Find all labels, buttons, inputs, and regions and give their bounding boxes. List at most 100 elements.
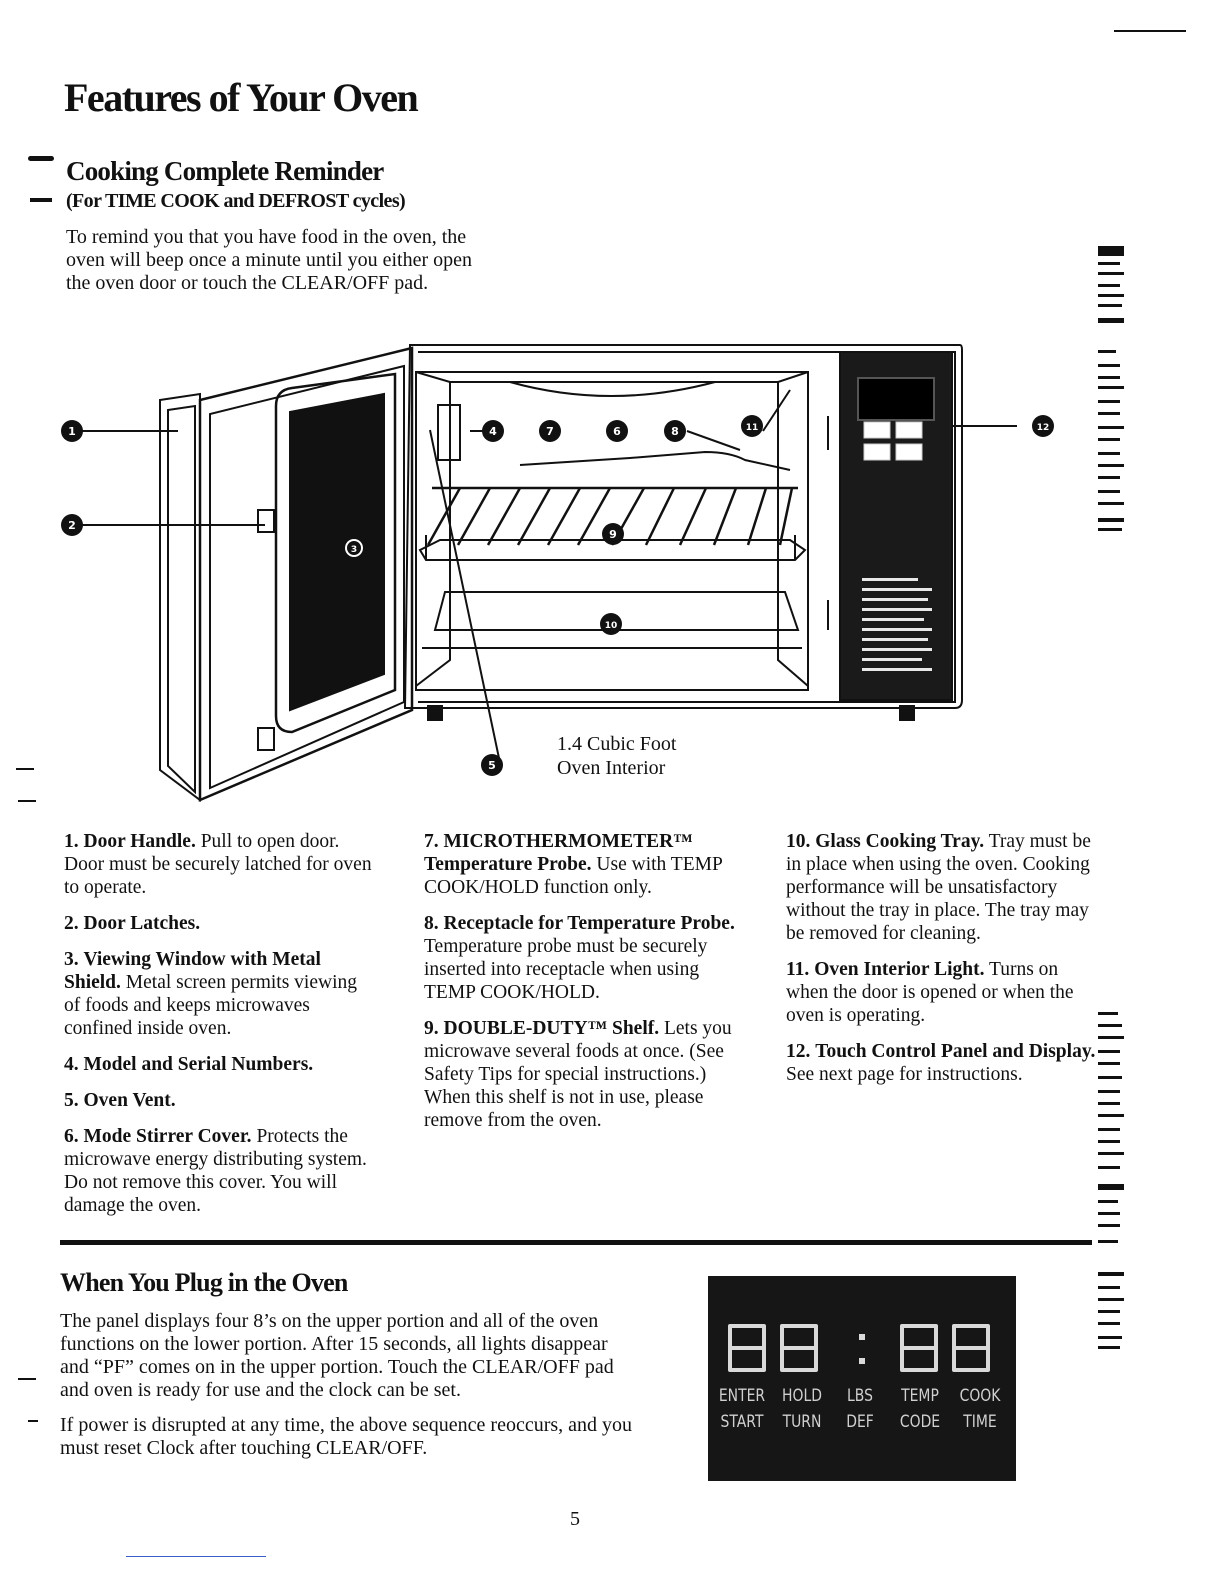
callout-1: 1 <box>68 425 76 438</box>
display-label-hold: HOLD <box>782 1386 822 1406</box>
display-label-start: START <box>720 1412 764 1432</box>
feature-number: 2. <box>64 913 79 934</box>
feature-item: 5. Oven Vent. <box>64 1089 376 1112</box>
reminder-line: To remind you that you have food in the … <box>66 226 467 248</box>
callout-6: 6 <box>613 425 621 438</box>
margin-mark <box>28 1420 38 1422</box>
reminder-subtitle: (For TIME COOK and DEFROST cycles) <box>66 190 406 212</box>
binding-edge-marks <box>1096 240 1136 1360</box>
feature-item: 4. Model and Serial Numbers. <box>64 1053 376 1076</box>
features-column-3: 10. Glass Cooking Tray. Tray must be in … <box>786 830 1098 1099</box>
page-title: Features of Your Oven <box>64 75 419 120</box>
feature-number: 6. <box>64 1126 79 1147</box>
margin-mark <box>126 1556 266 1557</box>
callout-3: 3 <box>351 545 357 555</box>
feature-item: 6. Mode Stirrer Cover. Protects the micr… <box>64 1125 376 1217</box>
feature-number: 5. <box>64 1090 79 1111</box>
plug-in-paragraph: If power is disrupted at any time, the a… <box>60 1414 633 1459</box>
feature-item: 11. Oven Interior Light. Turns on when t… <box>786 958 1098 1027</box>
callout-12: 12 <box>1037 423 1050 433</box>
display-label-temp: TEMP <box>901 1386 939 1406</box>
feature-name: Receptacle for Temperature Probe. <box>443 913 735 934</box>
margin-mark <box>18 800 36 802</box>
display-digit <box>728 1324 766 1372</box>
reminder-body: To remind you that you have food in the … <box>66 226 506 295</box>
feature-number: 7. <box>424 831 439 852</box>
display-label-code: CODE <box>899 1412 941 1432</box>
feature-desc: Pull to open door. Door must be securely… <box>64 831 372 898</box>
margin-mark <box>18 1378 36 1380</box>
feature-number: 9. <box>424 1018 439 1039</box>
display-digit <box>952 1324 990 1372</box>
margin-mark <box>28 156 54 161</box>
margin-mark <box>1114 30 1186 32</box>
feature-desc: Protects the microwave energy distributi… <box>64 1126 367 1216</box>
feature-number: 11. <box>786 959 810 980</box>
display-label-enter: ENTER <box>718 1386 766 1406</box>
display-colon <box>859 1358 865 1364</box>
feature-desc: Use with TEMP COOK/HOLD function only. <box>424 854 723 898</box>
feature-desc: See next page for instructions. <box>786 1064 1023 1085</box>
feature-number: 10. <box>786 831 811 852</box>
reminder-title: Cooking Complete Reminder <box>66 156 384 186</box>
oven-illustration: 1 2 3 4 5 6 7 8 9 10 11 12 <box>61 344 1054 802</box>
display-label-cook: COOK <box>959 1386 1001 1406</box>
display-digit <box>780 1324 818 1372</box>
feature-name: Model and Serial Numbers. <box>83 1054 314 1075</box>
display-label-def: DEF <box>846 1412 874 1432</box>
callout-markers <box>61 415 1054 776</box>
display-colon <box>859 1334 865 1340</box>
feature-name: Door Latches. <box>83 913 201 934</box>
plug-in-title: When You Plug in the Oven <box>60 1268 348 1297</box>
plug-in-body: The panel displays four 8’s on the upper… <box>60 1310 640 1466</box>
reminder-line: oven will beep once a minute until you e… <box>66 249 472 271</box>
callout-5: 5 <box>488 759 496 772</box>
feature-name: Viewing Window with Metal Shield. <box>64 949 321 993</box>
feature-name: Glass Cooking Tray. <box>815 831 985 852</box>
feature-item: 12. Touch Control Panel and Display. See… <box>786 1040 1098 1086</box>
feature-desc: Lets you microwave several foods at once… <box>424 1018 732 1131</box>
feature-name: Door Handle. <box>83 831 196 852</box>
feature-item: 9. DOUBLE-DUTY™ Shelf. Lets you microwav… <box>424 1017 750 1132</box>
feature-number: 8. <box>424 913 439 934</box>
oven-diagram: 1 2 3 4 5 6 7 8 9 10 11 12 <box>50 330 1060 820</box>
display-label-turn: TURN <box>782 1412 822 1432</box>
feature-number: 1. <box>64 831 79 852</box>
features-column-1: 1. Door Handle. Pull to open door. Door … <box>64 830 376 1230</box>
display-panel: ENTER HOLD LBS TEMP COOK START TURN DEF … <box>708 1276 1016 1481</box>
margin-mark <box>30 198 52 202</box>
feature-name: Oven Vent. <box>83 1090 176 1111</box>
feature-item: 1. Door Handle. Pull to open door. Door … <box>64 830 376 899</box>
feature-desc: Temperature probe must be securely inser… <box>424 936 708 1003</box>
section-divider <box>60 1240 1092 1245</box>
feature-name: Oven Interior Light. <box>814 959 985 980</box>
feature-name: Mode Stirrer Cover. <box>83 1126 252 1147</box>
plug-in-paragraph: The panel displays four 8’s on the upper… <box>60 1310 614 1401</box>
feature-number: 4. <box>64 1054 79 1075</box>
feature-item: 7. MICROTHERMOMETER™ Temperature Probe. … <box>424 830 750 899</box>
oven-caption: 1.4 Cubic Foot Oven Interior <box>557 732 676 780</box>
feature-number: 12. <box>786 1041 811 1062</box>
oven-caption-line: 1.4 Cubic Foot <box>557 733 677 755</box>
feature-desc: Turns on when the door is opened or when… <box>786 959 1074 1026</box>
feature-name: MICROTHERMOMETER™ Temperature Probe. <box>424 831 693 875</box>
display-label-lbs: LBS <box>847 1386 873 1406</box>
feature-desc: Tray must be in place when using the ove… <box>786 831 1091 944</box>
feature-item: 3. Viewing Window with Metal Shield. Met… <box>64 948 376 1040</box>
edge-marks-graphic <box>1098 246 1124 1349</box>
callout-8: 8 <box>671 425 679 438</box>
display-digit <box>900 1324 938 1372</box>
margin-mark <box>16 768 34 770</box>
callout-2: 2 <box>68 519 76 532</box>
feature-number: 3. <box>64 949 79 970</box>
feature-item: 8. Receptacle for Temperature Probe. Tem… <box>424 912 750 1004</box>
callout-11: 11 <box>746 423 759 433</box>
feature-name: DOUBLE-DUTY™ Shelf. <box>443 1018 660 1039</box>
feature-item: 10. Glass Cooking Tray. Tray must be in … <box>786 830 1098 945</box>
page-number: 5 <box>570 1508 580 1530</box>
features-column-2: 7. MICROTHERMOMETER™ Temperature Probe. … <box>424 830 750 1145</box>
display-label-time: TIME <box>963 1412 997 1432</box>
feature-item: 2. Door Latches. <box>64 912 376 935</box>
callout-10: 10 <box>605 621 618 631</box>
reminder-line: the oven door or touch the CLEAR/OFF pad… <box>66 272 429 294</box>
